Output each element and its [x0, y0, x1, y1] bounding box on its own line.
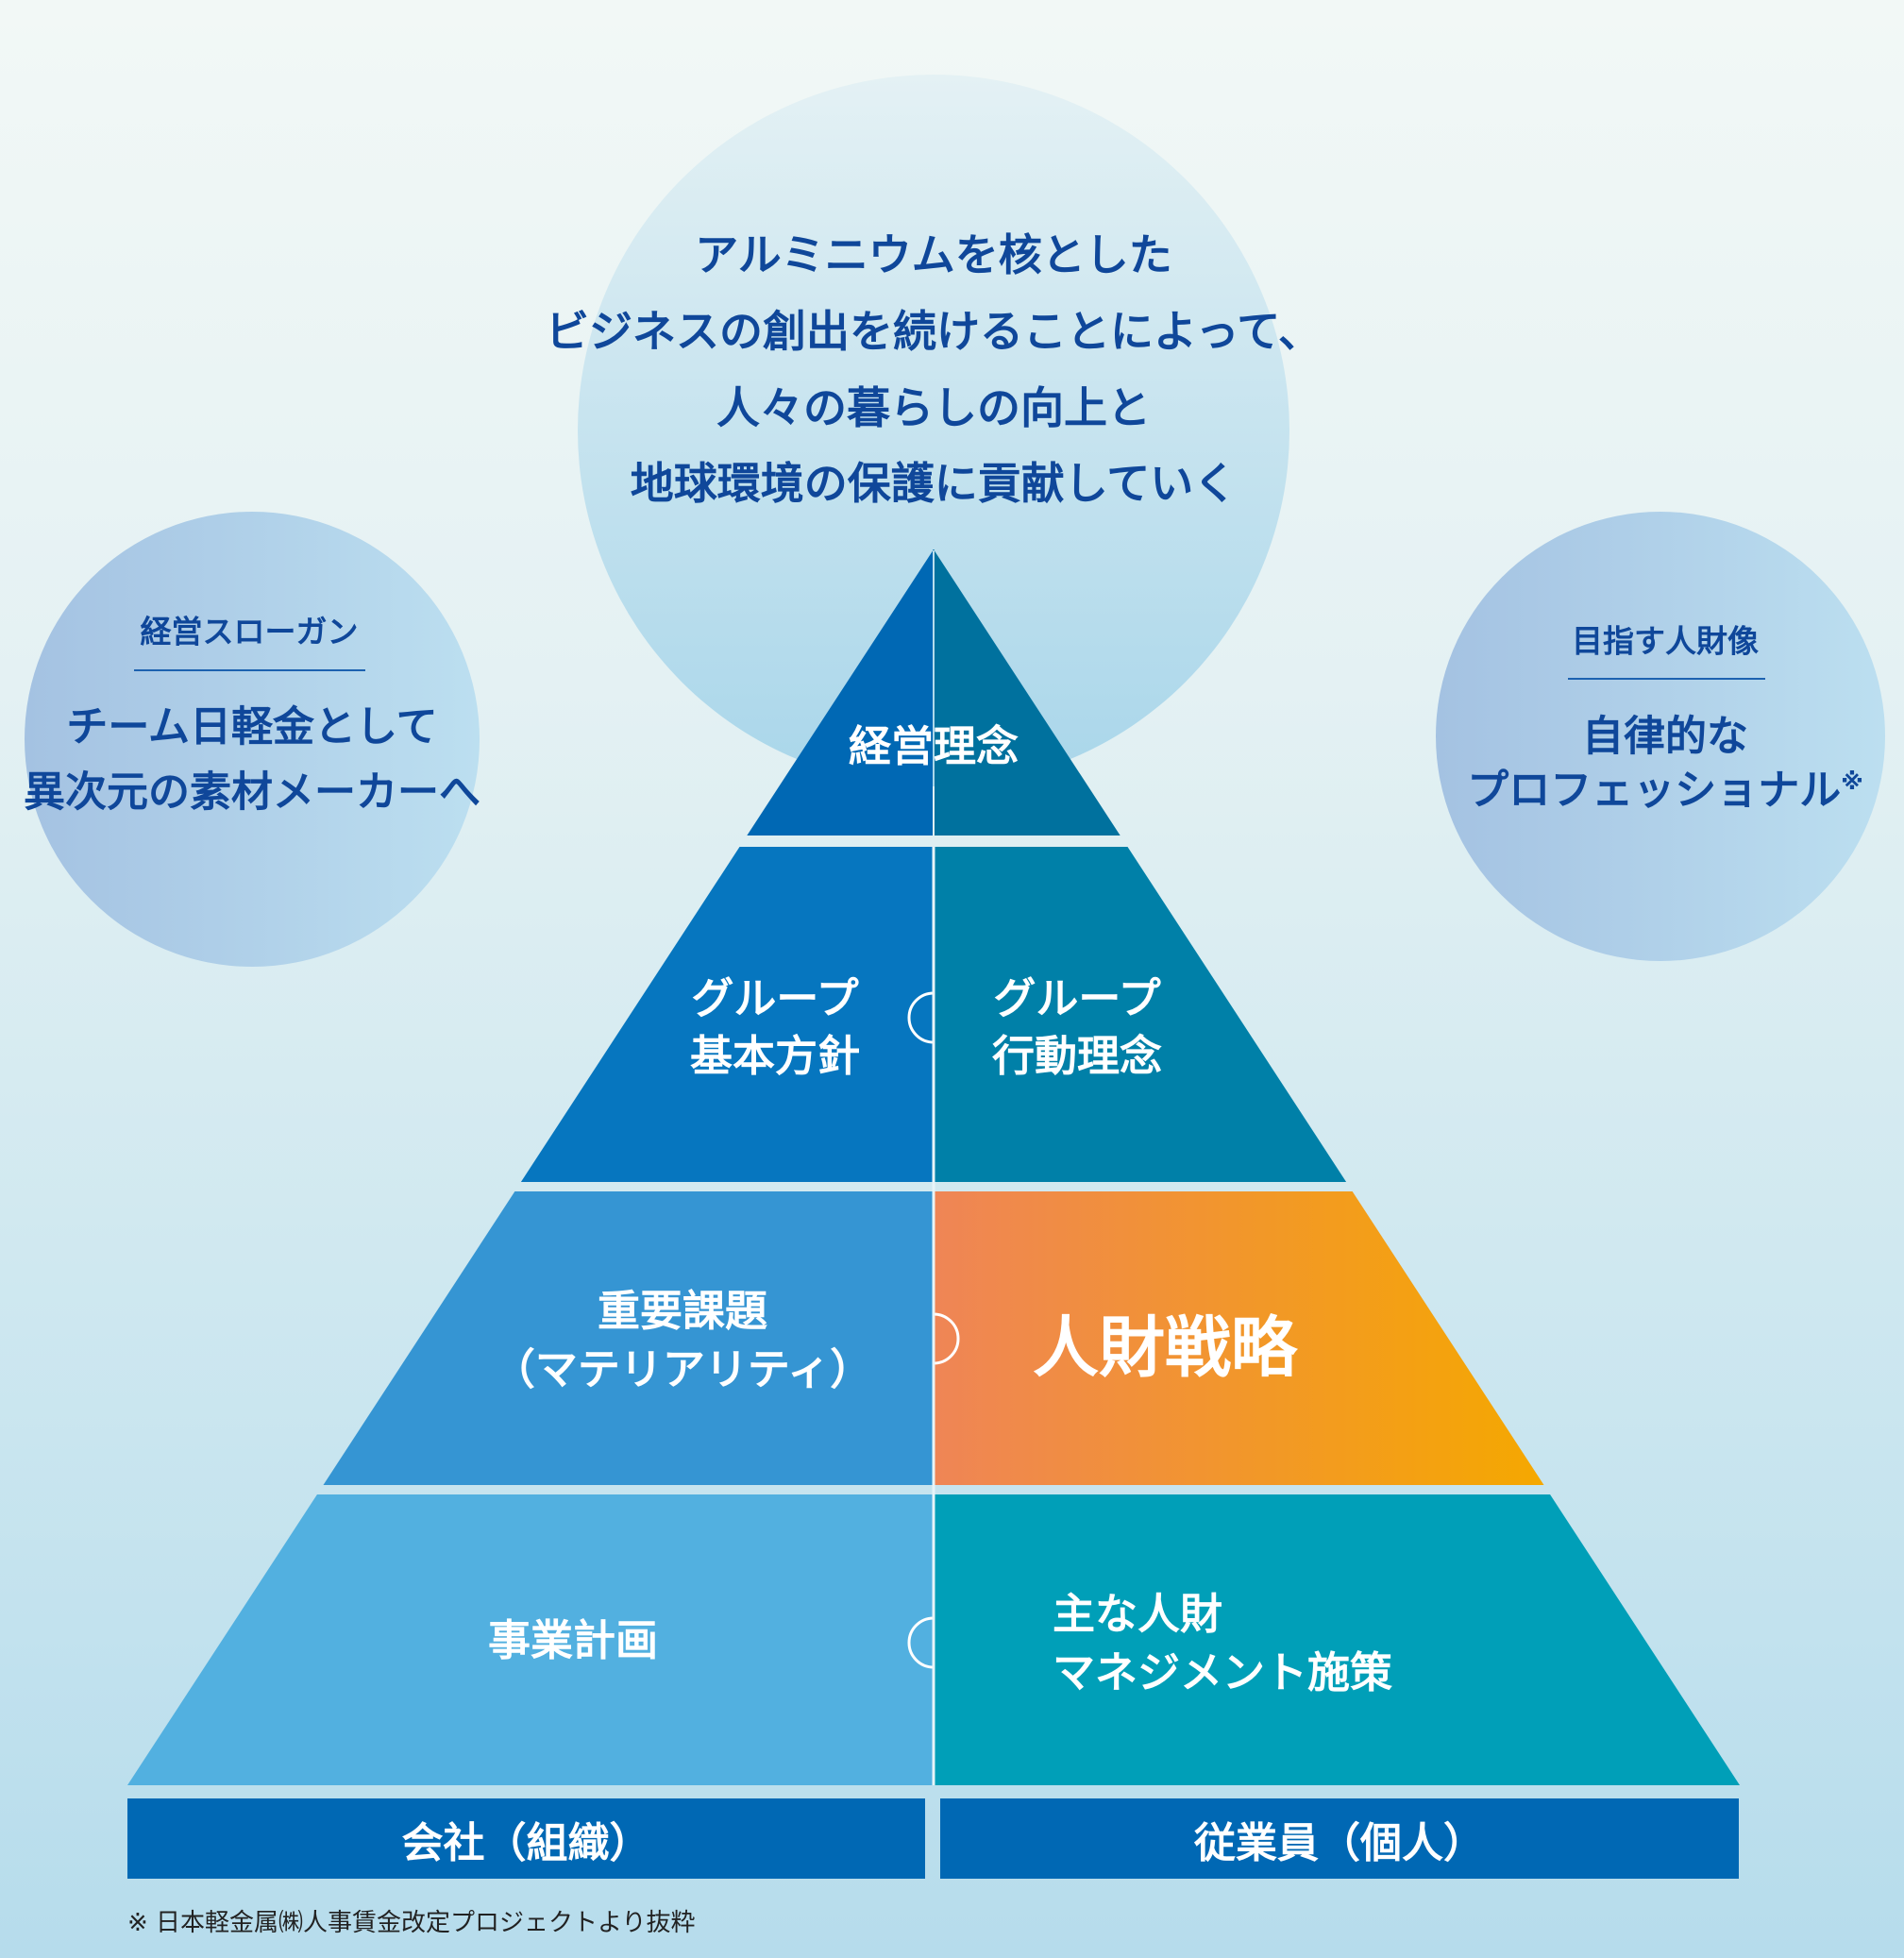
tier3-left-label: （マテリアリティ）	[492, 1343, 873, 1394]
puzzle-connector	[907, 1616, 935, 1669]
philosophy-line: アルミニウムを核とした	[695, 229, 1172, 281]
philosophy-circle	[578, 75, 1289, 786]
slogan-heading: 経営スローガン	[140, 613, 359, 650]
ideal-person-line: 自律的な	[1582, 712, 1748, 761]
tier4-right-label: 主な人財	[1053, 1588, 1223, 1639]
tier2-left-label: グループ	[691, 972, 859, 1023]
slogan-circle	[25, 512, 480, 967]
tier3-right-label: 人財戦略	[1033, 1308, 1297, 1387]
tier1-label: 経営理念	[848, 720, 1019, 771]
ideal-person-circle	[1436, 512, 1885, 961]
tier4-right-block	[935, 1494, 1740, 1785]
ideal-person-divider	[1568, 678, 1765, 680]
ideal-person-heading: 目指す人財像	[1572, 622, 1759, 660]
puzzle-connector	[907, 991, 935, 1044]
footnote: ※ 日本軽金属㈱人事賃金改定プロジェクトより抜粋	[127, 1909, 696, 1937]
philosophy-line: 地球環境の保護に貢献していく	[630, 458, 1238, 510]
tier3-right-block	[935, 1191, 1544, 1485]
tier1-left-block	[747, 549, 934, 836]
tier1-right-block	[934, 549, 1120, 836]
company-bar: 会社（組織）	[127, 1798, 925, 1879]
tier2-right-block	[935, 847, 1347, 1182]
slogan-line: 異次元の素材メーカーへ	[24, 768, 480, 817]
philosophy-line: ビジネスの創出を続けることによって、	[545, 306, 1323, 358]
tier3-left-block	[323, 1191, 934, 1485]
puzzle-connector	[933, 1312, 960, 1365]
tier2-left-block	[520, 847, 933, 1182]
tier4-left-block	[127, 1494, 933, 1785]
tier3-left-label: 重要課題	[597, 1285, 768, 1336]
note-mark: ※	[1841, 768, 1863, 795]
tier4-right-label: マネジメント施策	[1053, 1646, 1393, 1697]
tier4-left-label: 事業計画	[487, 1614, 659, 1665]
tier2-left-label: 基本方針	[689, 1030, 861, 1081]
tier2-right-label: グループ	[993, 972, 1161, 1023]
employee-bar: 従業員（個人）	[940, 1798, 1739, 1879]
slogan-divider	[134, 669, 365, 671]
slogan-line: チーム日軽金として	[66, 702, 438, 751]
ideal-person-line: プロフェッショナル※	[1467, 766, 1863, 815]
tier2-right-label: 行動理念	[991, 1030, 1163, 1081]
philosophy-line: 人々の暮らしの向上と	[716, 382, 1151, 434]
